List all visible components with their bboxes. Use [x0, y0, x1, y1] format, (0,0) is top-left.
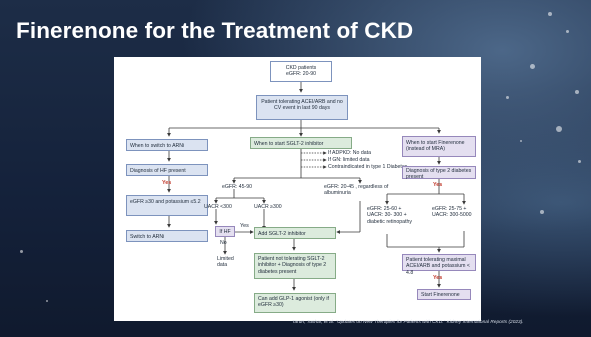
- limited-data-text: Limited data: [217, 256, 234, 269]
- decorative-dot: [578, 160, 581, 163]
- uacr-lt300-label: UACR <300: [204, 204, 232, 210]
- egfr-25-75-label: eGFR: 25-75 + UACR: 300-5000: [432, 206, 478, 219]
- citation: Tarun, Tushar, et al. "Updates on New Th…: [292, 320, 524, 325]
- egfr-25-75-text: eGFR: 25-75 + UACR: 300-5000: [432, 206, 472, 219]
- decorative-dot: [520, 140, 522, 142]
- decorative-dot: [530, 64, 535, 69]
- when-switch-arni-box: When to switch to ARNi: [126, 139, 208, 151]
- glp1-agonist-box: Can add GLP-1 agonist (only if eGFR ≥30): [254, 293, 336, 313]
- start-finerenone-box: Start Finerenone: [417, 289, 471, 300]
- decorative-dot: [575, 90, 579, 94]
- tolerating-maximal-box: Patient tolerating maximal ACEI/ARB and …: [402, 254, 476, 276]
- not-tolerating-sglt2-box: Patient not tolerating SGLT-2 inhibitor …: [254, 253, 336, 279]
- decorative-dot: [506, 96, 509, 99]
- note-adpkd: If ADPKD: No data: [328, 150, 371, 156]
- egfr-25-60-label: eGFR: 25-60 + UACR: 30- 300 + diabetic r…: [367, 206, 415, 225]
- egfr-potassium-box: eGFR ≥30 and potassium ≤5.2: [126, 195, 208, 216]
- if-hf-box: If HF: [215, 226, 235, 237]
- egfr-range-label: eGFR: 20-90: [286, 71, 316, 78]
- flowchart-figure: CKD patients eGFR: 20-90 Patient tolerat…: [114, 57, 481, 321]
- decorative-dot: [556, 126, 562, 132]
- egfr-20-45-label: eGFR: 20-45 , regardless of albuminuria: [324, 184, 394, 197]
- limited-data-label: Limited data: [217, 256, 237, 269]
- left-yes-label: Yes: [162, 180, 172, 186]
- diagnosis-hf-box: Diagnosis of HF present: [126, 164, 208, 176]
- note-gn: If GN: limited data: [328, 157, 370, 163]
- decorative-dot: [20, 250, 23, 253]
- switch-arni-box: Switch to ARNi: [126, 230, 208, 242]
- egfr-25-60-text: eGFR: 25-60 + UACR: 30- 300 + diabetic r…: [367, 206, 412, 225]
- right-yes-label: Yes: [433, 182, 443, 188]
- right-yes2-label: Yes: [433, 275, 443, 281]
- uacr-ge300-label: UACR ≥300: [254, 204, 282, 210]
- egfr-20-45-text: eGFR: 20-45 , regardless of albuminuria: [324, 184, 389, 197]
- diagnosis-t2d-box: Diagnosis of type 2 diabetes present: [402, 166, 476, 180]
- ckd-patients-label: CKD patients: [285, 65, 317, 71]
- if-hf-yes-label: Yes: [240, 223, 249, 229]
- when-start-sglt2-box: When to start SGLT-2 inhibitor: [250, 137, 352, 149]
- if-hf-no-label: No: [220, 240, 227, 246]
- decorative-dot: [566, 30, 569, 33]
- ckd-patients-box: CKD patients eGFR: 20-90: [270, 61, 332, 82]
- add-sglt2-box: Add SGLT-2 inhibitor: [254, 227, 336, 239]
- decorative-dot: [548, 12, 552, 16]
- when-start-finerenone-box: When to start Finerenone (instead of MRA…: [402, 136, 476, 157]
- decorative-dot: [540, 210, 544, 214]
- egfr-45-90-label: eGFR: 45-90: [222, 184, 252, 190]
- slide-title: Finerenone for the Treatment of CKD: [16, 18, 414, 43]
- decorative-dot: [46, 300, 48, 302]
- tolerating-acei-box: Patient tolerating ACEI/ARB and no CV ev…: [256, 95, 348, 120]
- note-type1-diabetes: Contraindicated in type 1 Diabetes: [328, 164, 408, 170]
- flowchart-connectors: [167, 82, 466, 291]
